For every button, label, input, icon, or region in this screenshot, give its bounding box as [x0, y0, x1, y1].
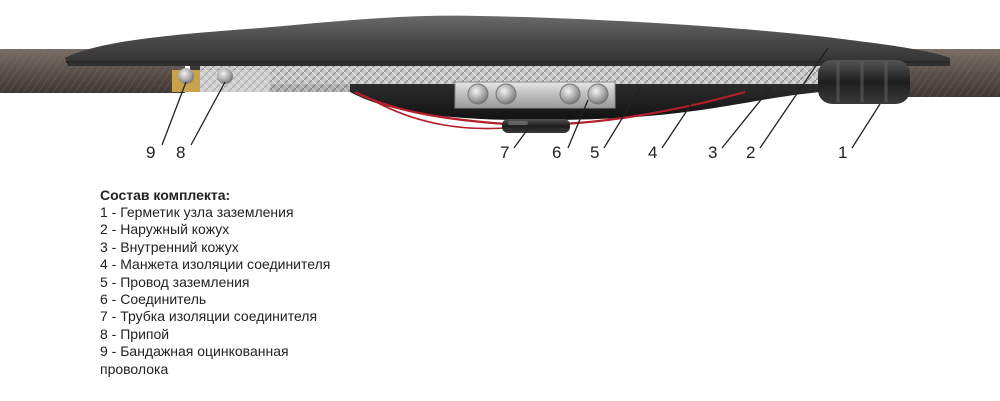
callout-3: 3	[708, 143, 717, 162]
legend-item-5: 5 - Провод заземления	[100, 273, 250, 290]
legend-item-6: 6 - Соединитель	[100, 291, 207, 308]
grounding-wire-lower	[364, 95, 506, 130]
insulation-tube	[502, 119, 570, 133]
callout-1: 1	[838, 143, 847, 162]
legend-item-4: 4 - Манжета изоляции соединителя	[100, 256, 331, 273]
legend-item-9: 9 - Бандажная оцинкованная	[100, 343, 289, 360]
legend-item-1: 1 - Герметик узла заземления	[100, 204, 294, 220]
callout-6: 6	[552, 143, 561, 162]
callout-2: 2	[746, 143, 755, 162]
connector	[454, 81, 616, 109]
callout-8: 8	[176, 143, 185, 162]
leader-lines	[161, 47, 881, 149]
legend-title: Состав комплекта:	[100, 187, 231, 203]
grounding-sealant	[818, 60, 910, 104]
callout-9: 9	[146, 143, 155, 162]
legend-item-9-cont: проволока	[100, 360, 169, 377]
callout-5: 5	[590, 143, 599, 162]
outer-sheath	[65, 15, 950, 67]
legend-item-3: 3 - Внутренний кожух	[100, 238, 239, 255]
legend-item-8: 8 - Припой	[100, 325, 170, 342]
braided-shield	[200, 66, 825, 84]
callout-7: 7	[500, 143, 509, 162]
legend-item-2: 2 - Наружный кожух	[100, 221, 230, 238]
legend-item-7: 7 - Трубка изоляции соединителя	[100, 308, 318, 325]
legend: Состав комплекта: 1 - Герметик узла зазе…	[100, 186, 420, 378]
callout-4: 4	[648, 143, 657, 162]
solder-dot-9	[178, 68, 194, 84]
solder-dot-8	[217, 68, 233, 84]
